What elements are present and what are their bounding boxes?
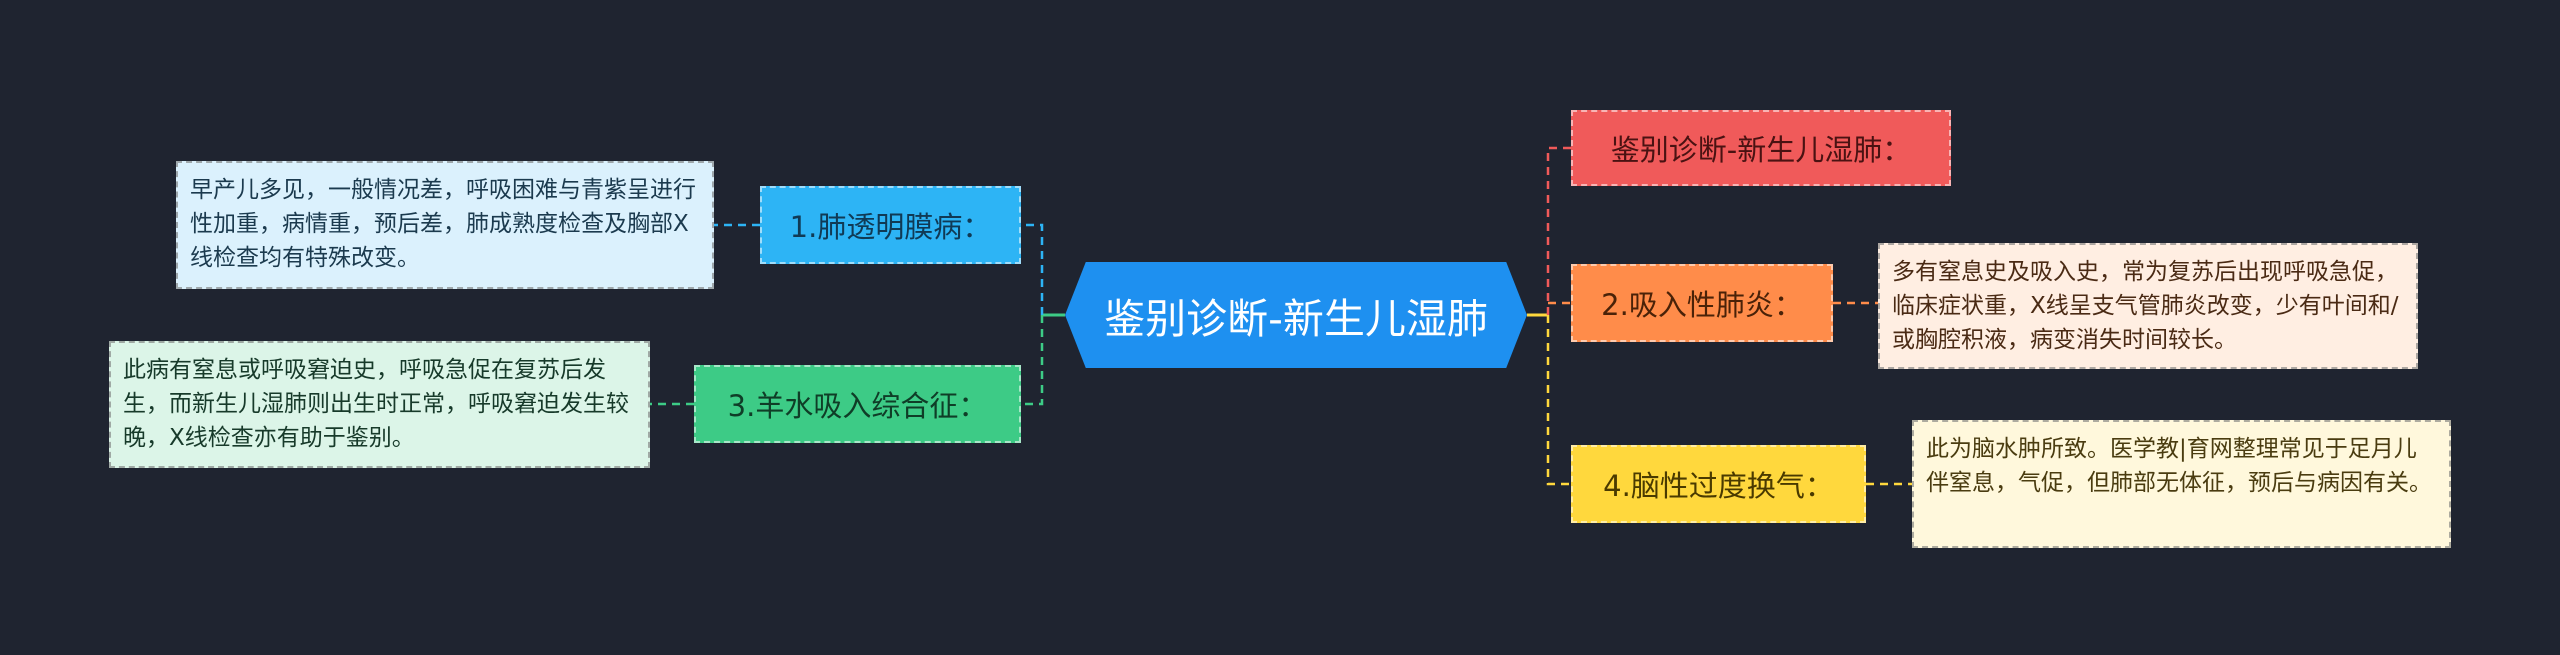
note-text: 早产儿多见，一般情况差，呼吸困难与青紫呈进行性加重，病情重，预后差，肺成熟度检查… — [190, 177, 696, 271]
branch-node-hyaline-membrane[interactable]: 1.肺透明膜病： — [760, 186, 1021, 264]
note-meconium-aspiration[interactable]: 此病有窒息或呼吸窘迫史，呼吸急促在复苏后发生，而新生儿湿肺则出生时正常，呼吸窘迫… — [109, 341, 650, 468]
note-text: 多有窒息史及吸入史，常为复苏后出现呼吸急促，临床症状重，X线呈支气管肺炎改变，少… — [1892, 259, 2399, 353]
note-text: 此为脑水肿所致。医学教|育网整理常见于足月儿伴窒息，气促，但肺部无体征，预后与病… — [1926, 436, 2432, 496]
branch-node-meconium-aspiration[interactable]: 3.羊水吸入综合征： — [694, 365, 1021, 443]
branch-label: 2.吸入性肺炎： — [1601, 288, 1803, 322]
note-hyaline-membrane[interactable]: 早产儿多见，一般情况差，呼吸困难与青紫呈进行性加重，病情重，预后差，肺成熟度检查… — [176, 161, 714, 289]
note-aspiration-pneumonia[interactable]: 多有窒息史及吸入史，常为复苏后出现呼吸急促，临床症状重，X线呈支气管肺炎改变，少… — [1878, 243, 2418, 369]
branch-label: 4.脑性过度换气： — [1603, 469, 1834, 503]
branch-label: 3.羊水吸入综合征： — [727, 389, 988, 423]
root-node[interactable]: 鉴别诊断-新生儿湿肺 — [1065, 262, 1527, 368]
root-label: 鉴别诊断-新生儿湿肺 — [1104, 295, 1488, 343]
branch-node-title[interactable]: 鉴别诊断-新生儿湿肺： — [1571, 110, 1951, 186]
branch-node-aspiration-pneumonia[interactable]: 2.吸入性肺炎： — [1571, 264, 1833, 342]
note-text: 此病有窒息或呼吸窘迫史，呼吸急促在复苏后发生，而新生儿湿肺则出生时正常，呼吸窘迫… — [123, 357, 629, 451]
note-cerebral-hyperventilation[interactable]: 此为脑水肿所致。医学教|育网整理常见于足月儿伴窒息，气促，但肺部无体征，预后与病… — [1912, 420, 2451, 548]
branch-label: 鉴别诊断-新生儿湿肺： — [1610, 133, 1912, 167]
branch-label: 1.肺透明膜病： — [789, 210, 992, 244]
branch-node-cerebral-hyperventilation[interactable]: 4.脑性过度换气： — [1571, 445, 1866, 523]
